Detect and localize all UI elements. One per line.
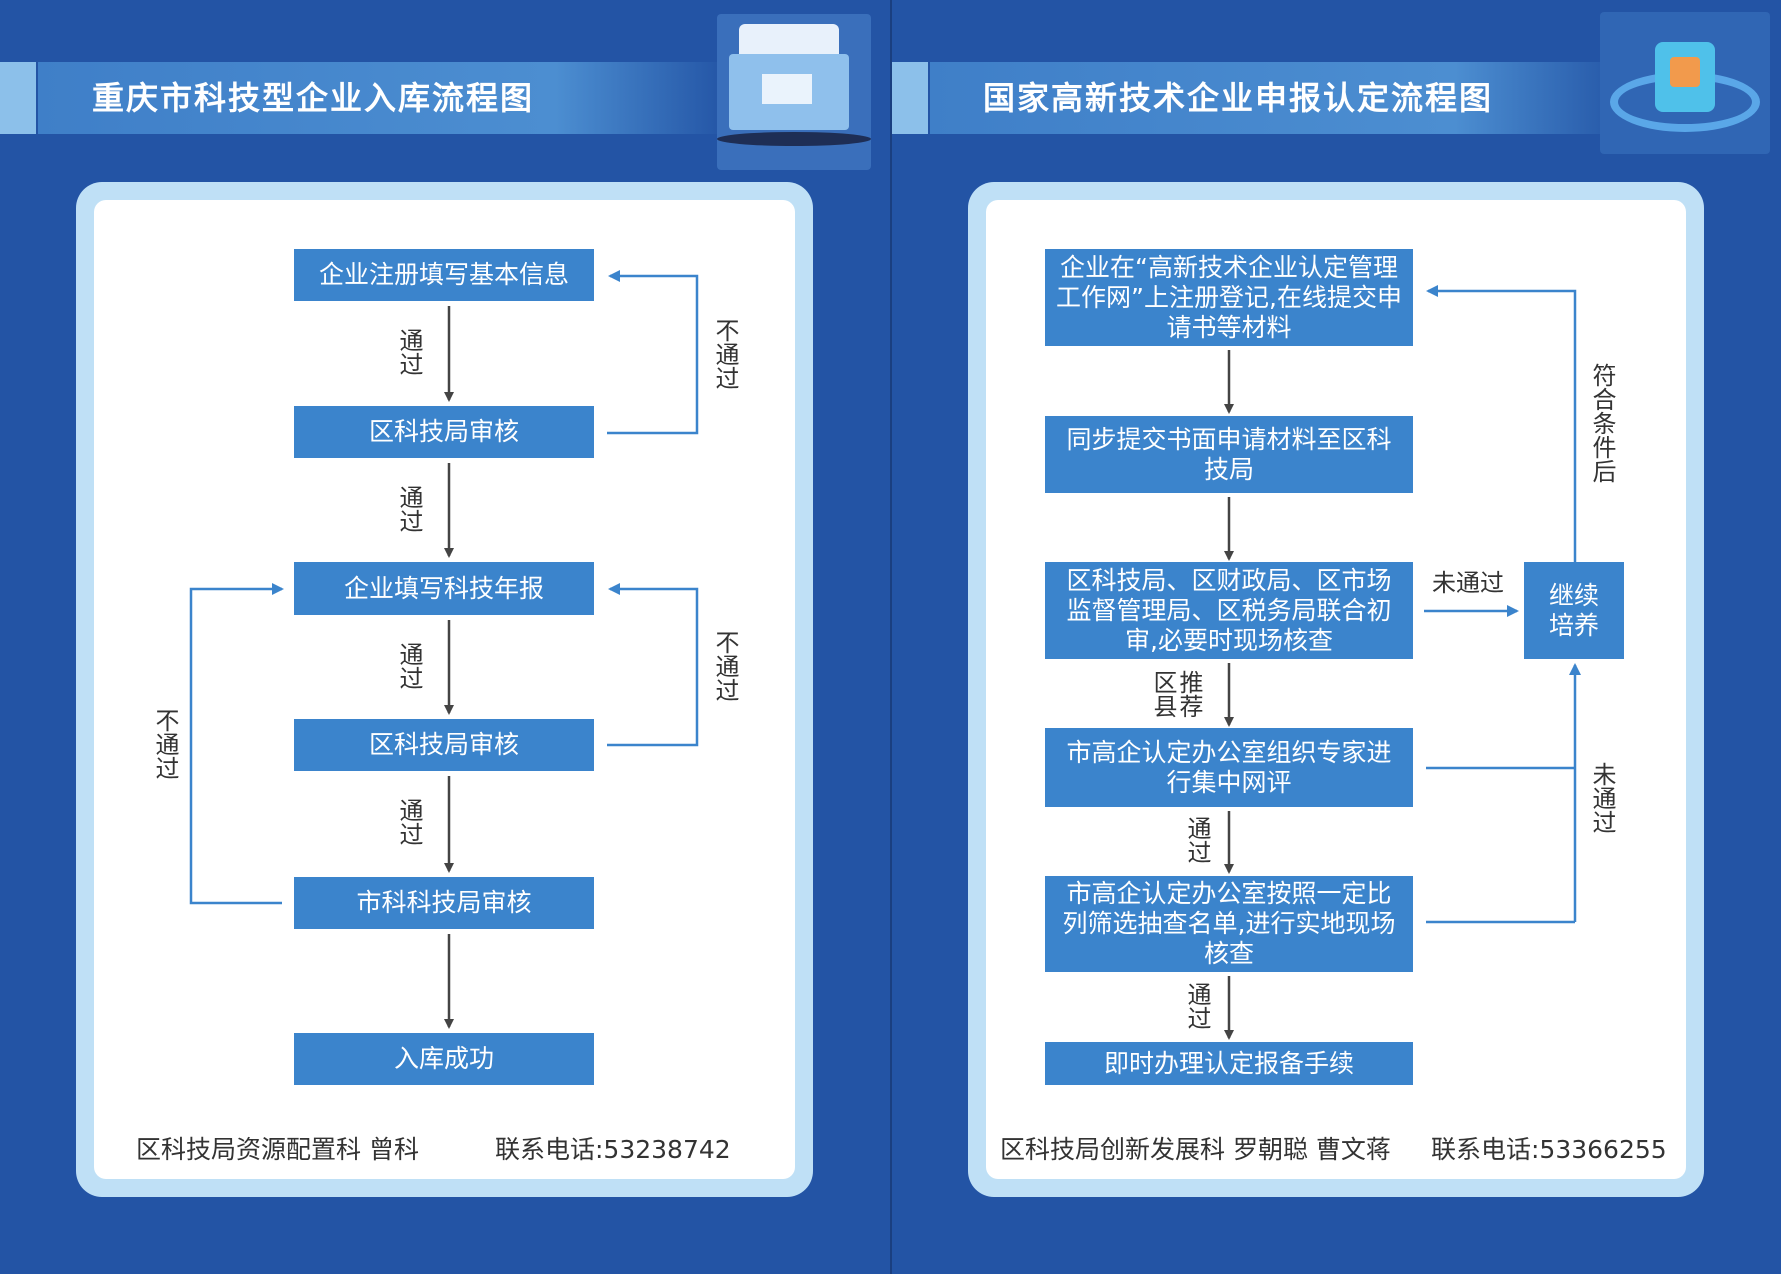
pass-label: 通过 — [395, 328, 423, 376]
loop-qualified — [1426, 285, 1577, 562]
step-expert-review: 市高企认定办公室组织专家进行集中网评 — [1045, 728, 1413, 807]
title-band — [930, 62, 1630, 134]
title-band-tab — [0, 62, 36, 134]
right-footer-phone: 联系电话:53366255 — [1431, 1135, 1667, 1164]
pass-label: 通过 — [1183, 816, 1211, 864]
loop-fail-3 — [189, 583, 284, 905]
left-footer-contact: 区科技局资源配置科 曾科 — [136, 1135, 419, 1164]
step-joint-review: 区科技局、区财政局、区市场监督管理局、区税务局联合初审,必要时现场核查 — [1045, 562, 1413, 659]
fail-label: 未通过 — [1588, 762, 1616, 834]
step-district-review-1: 区科技局审核 — [294, 406, 594, 458]
step-online-register: 企业在“高新技术企业认定管理工作网”上注册登记,在线提交申请书等材料 — [1045, 249, 1413, 346]
step-city-review: 市科科技局审核 — [294, 877, 594, 929]
step-annual-report: 企业填写科技年报 — [294, 562, 594, 615]
step-filing: 即时办理认定报备手续 — [1045, 1042, 1413, 1085]
fail-label: 未通过 — [1432, 569, 1504, 597]
fail-label: 不通过 — [151, 708, 179, 780]
office-illustration-icon — [717, 14, 871, 170]
qualified-label: 符合条件后 — [1588, 363, 1616, 483]
step-register: 企业注册填写基本信息 — [294, 249, 594, 301]
step-success: 入库成功 — [294, 1033, 594, 1085]
panel-divider — [890, 0, 892, 1274]
fail-label: 不通过 — [711, 630, 739, 702]
step-district-review-2: 区科技局审核 — [294, 719, 594, 771]
loop-fail-1 — [607, 270, 699, 435]
step-onsite-check: 市高企认定办公室按照一定比列筛选抽查名单,进行实地现场核查 — [1045, 876, 1413, 972]
pass-label: 通过 — [395, 485, 423, 533]
right-title: 国家高新技术企业申报认定流程图 — [983, 79, 1494, 117]
step-submit-paper: 同步提交书面申请材料至区科技局 — [1045, 416, 1413, 493]
continue-cultivate-box: 继续培养 — [1524, 562, 1624, 659]
right-footer-contact: 区科技局创新发展科 罗朝聪 曹文蒋 — [1000, 1135, 1391, 1164]
left-title: 重庆市科技型企业入库流程图 — [92, 79, 535, 117]
data-center-illustration-icon — [1600, 12, 1770, 154]
left-footer-phone: 联系电话:53238742 — [495, 1135, 731, 1164]
right-card-inner — [986, 200, 1686, 1179]
recommend-label: 区县推荐 — [1149, 670, 1203, 718]
title-band — [38, 62, 728, 134]
title-band-tab — [892, 62, 928, 134]
loop-fail-2 — [607, 583, 699, 747]
fail-label: 不通过 — [711, 318, 739, 390]
pass-label: 通过 — [395, 798, 423, 846]
left-card-inner — [94, 200, 795, 1179]
pass-label: 通过 — [1183, 982, 1211, 1030]
pass-label: 通过 — [395, 642, 423, 690]
